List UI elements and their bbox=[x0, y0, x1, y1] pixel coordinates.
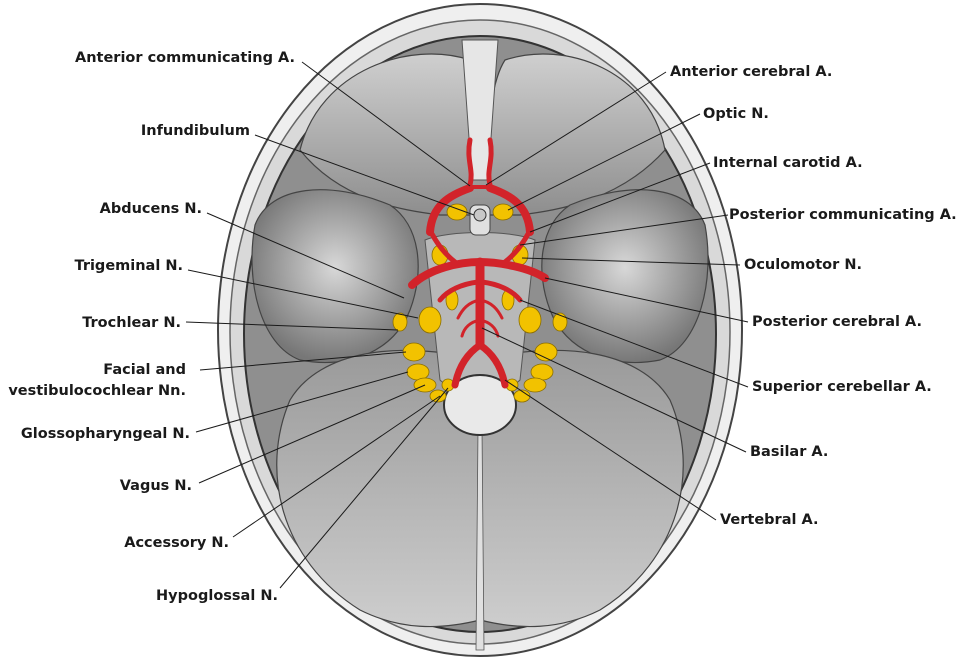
label-facial-line2: vestibulocochlear Nn. bbox=[8, 383, 186, 399]
label-superior-cerebellar-a: Superior cerebellar A. bbox=[752, 379, 932, 395]
label-trigeminal-n: Trigeminal N. bbox=[75, 258, 183, 274]
glossopharyngeal-nerve-right bbox=[531, 364, 553, 380]
middle-cranial-fossa-right bbox=[542, 190, 708, 363]
label-accessory-n: Accessory N. bbox=[124, 535, 229, 551]
label-hypoglossal-n: Hypoglossal N. bbox=[156, 588, 278, 604]
anterior-cerebral-artery-right bbox=[489, 140, 491, 185]
vagus-nerve-right bbox=[524, 378, 546, 392]
label-facial-line1: Facial and bbox=[103, 362, 186, 378]
label-trochlear-n: Trochlear N. bbox=[82, 315, 181, 331]
anterior-cerebral-artery-left bbox=[469, 140, 471, 185]
glossopharyngeal-nerve-left bbox=[407, 364, 429, 380]
label-internal-carotid-a: Internal carotid A. bbox=[713, 155, 863, 171]
label-basilar-a: Basilar A. bbox=[750, 444, 828, 460]
facial-vestibulocochlear-left bbox=[403, 343, 425, 361]
label-abducens-n: Abducens N. bbox=[100, 201, 202, 217]
optic-nerve-right bbox=[493, 204, 513, 220]
label-glossopharyngeal-n: Glossopharyngeal N. bbox=[21, 426, 190, 442]
infundibulum bbox=[474, 209, 486, 221]
label-vertebral-a: Vertebral A. bbox=[720, 512, 819, 528]
label-optic-n: Optic N. bbox=[703, 106, 769, 122]
label-anterior-communicating-a: Anterior communicating A. bbox=[75, 50, 295, 66]
label-infundibulum: Infundibulum bbox=[141, 123, 250, 139]
trigeminal-nerve-right bbox=[519, 307, 541, 333]
label-anterior-cerebral-a: Anterior cerebral A. bbox=[670, 64, 832, 80]
trigeminal-nerve-left bbox=[419, 307, 441, 333]
middle-cranial-fossa-left bbox=[252, 190, 418, 363]
label-vagus-n: Vagus N. bbox=[120, 478, 192, 494]
label-posterior-cerebral-a: Posterior cerebral A. bbox=[752, 314, 922, 330]
label-oculomotor-n: Oculomotor N. bbox=[744, 257, 862, 273]
label-posterior-communicating-a: Posterior communicating A. bbox=[729, 207, 957, 223]
